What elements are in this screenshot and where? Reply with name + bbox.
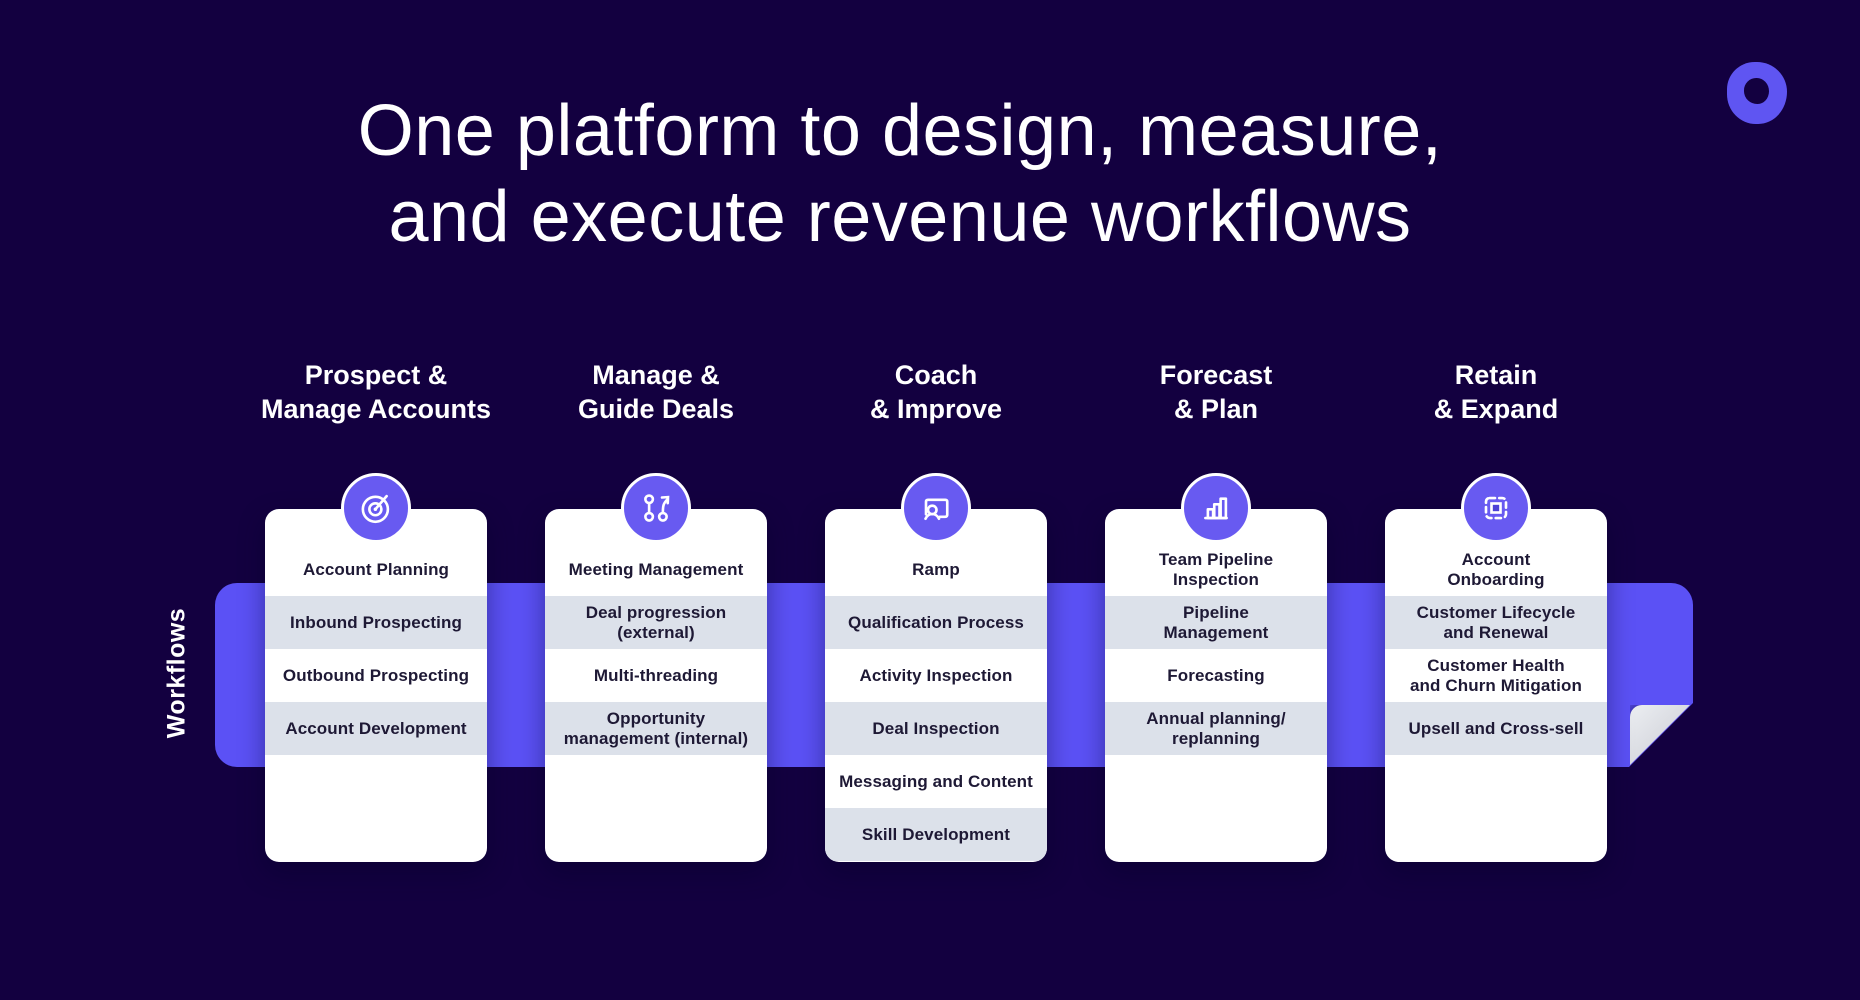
workflows-label: Workflows [162,607,191,739]
workflow-item: Multi-threading [593,665,719,685]
outreach-logo-hole [1744,78,1769,104]
workflow-item: Pipeline Management [1105,596,1327,649]
workflow-item: Messaging and Content [839,771,1033,791]
workflow-item: Skill Development [825,808,1047,861]
card-forecast-plan: Team Pipeline Inspection Pipeline Manage… [1105,473,1327,862]
page-title: One platform to design, measure, and exe… [357,91,1443,257]
selection-square-icon [1461,473,1531,543]
column-header-prospect: Prospect & Manage Accounts [260,360,492,424]
workflow-item: Account Onboarding [1447,549,1545,589]
workflow-item: Account Planning [302,559,450,579]
workflow-item: Ramp [912,559,960,579]
workflow-item: Inbound Prospecting [265,596,487,649]
card-retain-expand: Account Onboarding Customer Lifecycle an… [1385,473,1607,862]
workflow-item: Customer Health and Churn Mitigation [1410,655,1582,695]
workflow-item: Opportunity management (internal) [545,702,767,755]
workflow-item: Team Pipeline Inspection [1158,549,1274,589]
card-prospect-manage-accounts: Account Planning Inbound Prospecting Out… [265,473,487,862]
presentation-person-icon [901,473,971,543]
workflow-item: Upsell and Cross-sell [1385,702,1607,755]
column-header-manage: Manage & Guide Deals [577,360,735,424]
workflow-item: Qualification Process [825,596,1047,649]
target-arrow-icon [341,473,411,543]
workflow-item: Account Development [265,702,487,755]
workflow-item: Meeting Management [568,559,744,579]
workflow-item: Annual planning/ replanning [1105,702,1327,755]
card-manage-guide-deals: Meeting Management Deal progression (ext… [545,473,767,862]
workflow-item: Deal Inspection [825,702,1047,755]
column-header-forecast: Forecast & Plan [1159,360,1273,424]
card-coach-improve: Ramp Qualification Process Activity Insp… [825,473,1047,862]
workflow-item: Forecasting [1167,665,1265,685]
column-header-coach: Coach & Improve [869,360,1003,424]
outreach-logo [1727,62,1787,124]
column-header-retain: Retain & Expand [1433,360,1559,424]
bar-chart-icon [1181,473,1251,543]
branch-arrow-icon [621,473,691,543]
workflow-item: Customer Lifecycle and Renewal [1385,596,1607,649]
workflow-item: Outbound Prospecting [282,665,470,685]
workflow-item: Deal progression (external) [545,596,767,649]
workflow-item: Activity Inspection [859,665,1013,685]
